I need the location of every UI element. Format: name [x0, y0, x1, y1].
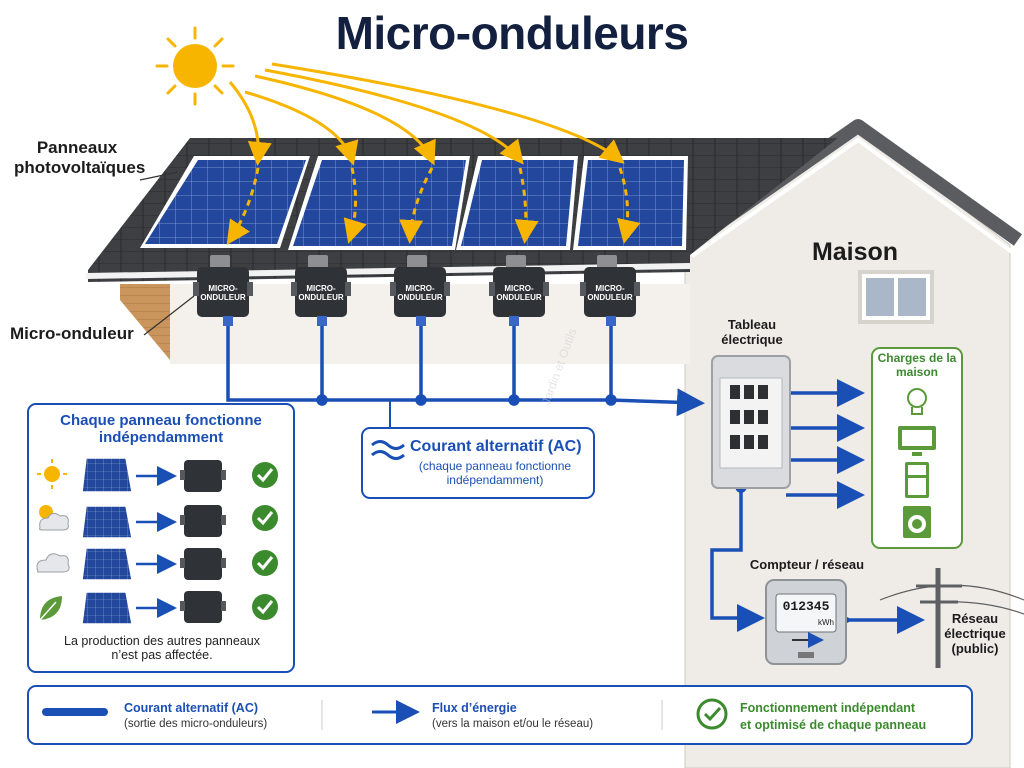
legend-check-subtitle: et optimisé de chaque panneau	[740, 718, 927, 732]
micro-inverter	[390, 255, 450, 326]
tv-icon	[898, 426, 936, 456]
grid-label: Réseau électrique (public)	[944, 611, 1006, 656]
micro-inverter-label: Micro-onduleur	[10, 324, 134, 343]
sun-cloud-icon	[39, 505, 69, 531]
utility-pole	[879, 568, 1024, 668]
legend-check-title: Fonctionnement indépendant	[740, 701, 915, 715]
micro-inverter	[291, 255, 351, 326]
micro-inverter-text: MICRO-ONDULEUR	[397, 284, 443, 303]
sun-icon	[155, 26, 235, 106]
legend-flow-subtitle: (vers la maison et/ou le réseau)	[432, 718, 594, 730]
electrical-panel	[711, 355, 791, 489]
independence-footer: La production des autres panneaux n’est …	[64, 634, 260, 663]
electric-meter	[765, 579, 847, 665]
row-check-icons	[252, 462, 278, 620]
micro-inverter-text: MICRO-ONDULEUR	[587, 284, 633, 303]
sun-icon	[37, 459, 67, 489]
micro-inverter-text: MICRO-ONDULEUR	[200, 284, 246, 303]
row-panel-icons	[81, 457, 133, 625]
solar-panel	[288, 156, 470, 250]
window	[858, 270, 934, 324]
ac-info-box	[361, 427, 595, 499]
micro-inverter	[580, 255, 640, 326]
solar-panel	[573, 156, 688, 250]
micro-inverter	[489, 255, 549, 326]
legend-ac-subtitle: (sortie des micro-onduleurs)	[124, 718, 268, 730]
ac-wave-icon	[371, 440, 405, 460]
independence-title: Chaque panneau fonctionne indépendamment	[60, 412, 262, 447]
legend-flow-title: Flux d’énergie	[432, 701, 517, 715]
micro-inverters	[193, 255, 640, 326]
ac-box-title: Courant alternatif (AC)	[410, 438, 582, 455]
check-icon	[696, 698, 728, 730]
row-inverters	[180, 460, 226, 623]
ac-box-subtitle: (chaque panneau fonctionne indépendammen…	[418, 459, 572, 487]
meter-digits: 012345	[782, 599, 830, 614]
loads-box	[871, 347, 963, 549]
micro-inverter-text: MICRO-ONDULEUR	[298, 284, 344, 303]
solar-panels	[140, 156, 688, 250]
house-label: Maison	[811, 238, 899, 266]
washing-machine-icon	[903, 506, 931, 538]
fridge-icon	[905, 462, 929, 498]
panels-label: Panneaux photovoltaïques	[14, 138, 146, 177]
solar-panel	[456, 156, 578, 250]
solar-panel	[140, 156, 310, 248]
electrical-panel-label: Tableau électrique	[721, 317, 783, 347]
meter-label: Compteur / réseau	[749, 557, 865, 572]
meter-unit: kWh	[818, 618, 834, 627]
micro-inverter	[193, 255, 253, 326]
page-title: Micro-onduleurs	[335, 7, 689, 59]
ac-line-icon	[42, 708, 108, 716]
leaf-icon	[39, 596, 62, 621]
independence-rows	[36, 457, 278, 625]
legend-ac-title: Courant alternatif (AC)	[124, 701, 259, 715]
row-arrows	[136, 466, 177, 618]
cloud-icon	[36, 553, 70, 573]
loads-box-title: Charges de la maison	[877, 351, 957, 379]
micro-inverter-text: MICRO-ONDULEUR	[496, 284, 542, 303]
lightbulb-icon	[907, 388, 927, 415]
sun-rays	[226, 62, 641, 245]
legend	[27, 685, 973, 745]
